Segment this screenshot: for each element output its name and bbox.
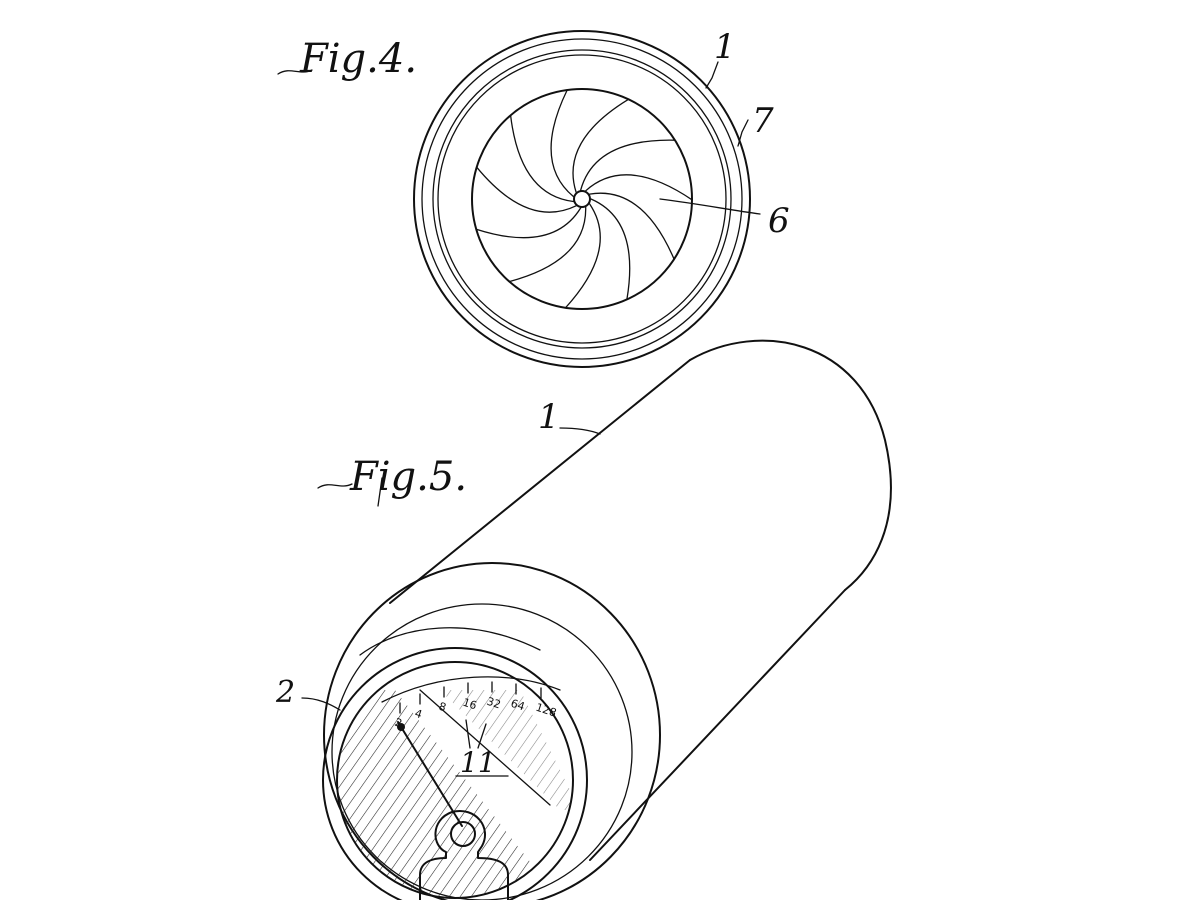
fig5-collar-highlight xyxy=(359,627,541,656)
fig5-scale-arc xyxy=(381,676,561,703)
fig5-title-flourish xyxy=(317,483,353,489)
fig4-ref-6: 6 xyxy=(768,201,790,241)
fig5-pointer xyxy=(397,721,463,827)
scale-label: 32 xyxy=(485,695,502,712)
fig4-leader-6 xyxy=(659,198,761,215)
fig5-knob-pivot xyxy=(450,821,476,847)
fig4-inner-ring-edge xyxy=(437,54,727,344)
fig5-title: Fig.5. xyxy=(349,454,467,500)
fig5-title-stroke xyxy=(377,477,383,507)
scale-label: 8 xyxy=(437,700,448,715)
fig4-iris-blade xyxy=(564,203,601,309)
fig4-title-flourish xyxy=(277,69,313,75)
fig4-title: Fig.4. xyxy=(299,36,417,82)
fig4-aperture-rim xyxy=(471,88,693,310)
fig4-iris-blade xyxy=(508,206,587,283)
fig5-body-top-edge xyxy=(389,359,691,604)
fig5-ref-11: 11 xyxy=(460,746,496,779)
scale-label: 64 xyxy=(509,697,526,714)
fig4-iris-blade xyxy=(590,198,631,301)
fig4-shutter-disc xyxy=(413,30,751,368)
fig5-leader-2 xyxy=(301,697,341,711)
fig5-knob xyxy=(419,809,509,900)
fig4-aperture-center xyxy=(573,190,591,208)
fig4-iris-blade xyxy=(475,207,582,239)
fig4-ref-7: 7 xyxy=(752,101,774,141)
fig4-iris-blade xyxy=(585,174,693,201)
fig4-iris-blade xyxy=(476,166,577,213)
fig5-body-rear-end xyxy=(689,339,892,591)
fig5-leader-1 xyxy=(559,427,601,435)
scale-label: 128 xyxy=(534,701,558,720)
scale-label: 16 xyxy=(461,696,478,713)
fig4-outer-ring xyxy=(413,30,751,368)
fig4-inner-ring xyxy=(432,49,732,349)
fig4-iris-blade xyxy=(588,192,675,260)
fig5-pointer-tip xyxy=(397,723,405,731)
fig4-iris-blade xyxy=(509,114,575,203)
fig4-leader-1 xyxy=(705,61,719,89)
fig5-cylinder-body xyxy=(389,339,892,861)
fig5-body-bottom-edge xyxy=(589,589,846,861)
fig5-ref-1: 1 xyxy=(538,397,560,437)
fig4-iris-blades xyxy=(475,89,693,309)
fig5-leader-11b xyxy=(477,723,487,749)
fig4-leader-7 xyxy=(737,119,749,147)
fig5-hatched-band xyxy=(440,690,573,810)
fig4-iris-blade xyxy=(572,98,630,193)
fig4-iris-blade xyxy=(580,139,676,191)
fig5-ref-11-group: 11 xyxy=(455,719,509,779)
fig5-leader-11a xyxy=(465,719,471,749)
fig5-dial-face xyxy=(337,690,573,898)
fig5-ref-2: 2 xyxy=(275,675,295,710)
fig4-iris-blade xyxy=(550,89,575,198)
scale-label: 4 xyxy=(413,707,424,722)
figure-4: Fig.4. 1 7 6 xyxy=(277,27,790,368)
fig4-outer-ring-inner-edge xyxy=(421,38,743,360)
fig5-end-cap-outer xyxy=(322,647,588,900)
fig4-ref-1: 1 xyxy=(714,27,736,67)
fig5-hatched-window xyxy=(337,690,560,898)
fig5-knob-body xyxy=(419,809,509,900)
fig5-scale-guide xyxy=(419,689,551,806)
fig5-end-collar xyxy=(331,603,633,900)
fig5-end-flange xyxy=(323,562,661,900)
fig5-pointer-needle xyxy=(397,721,463,827)
